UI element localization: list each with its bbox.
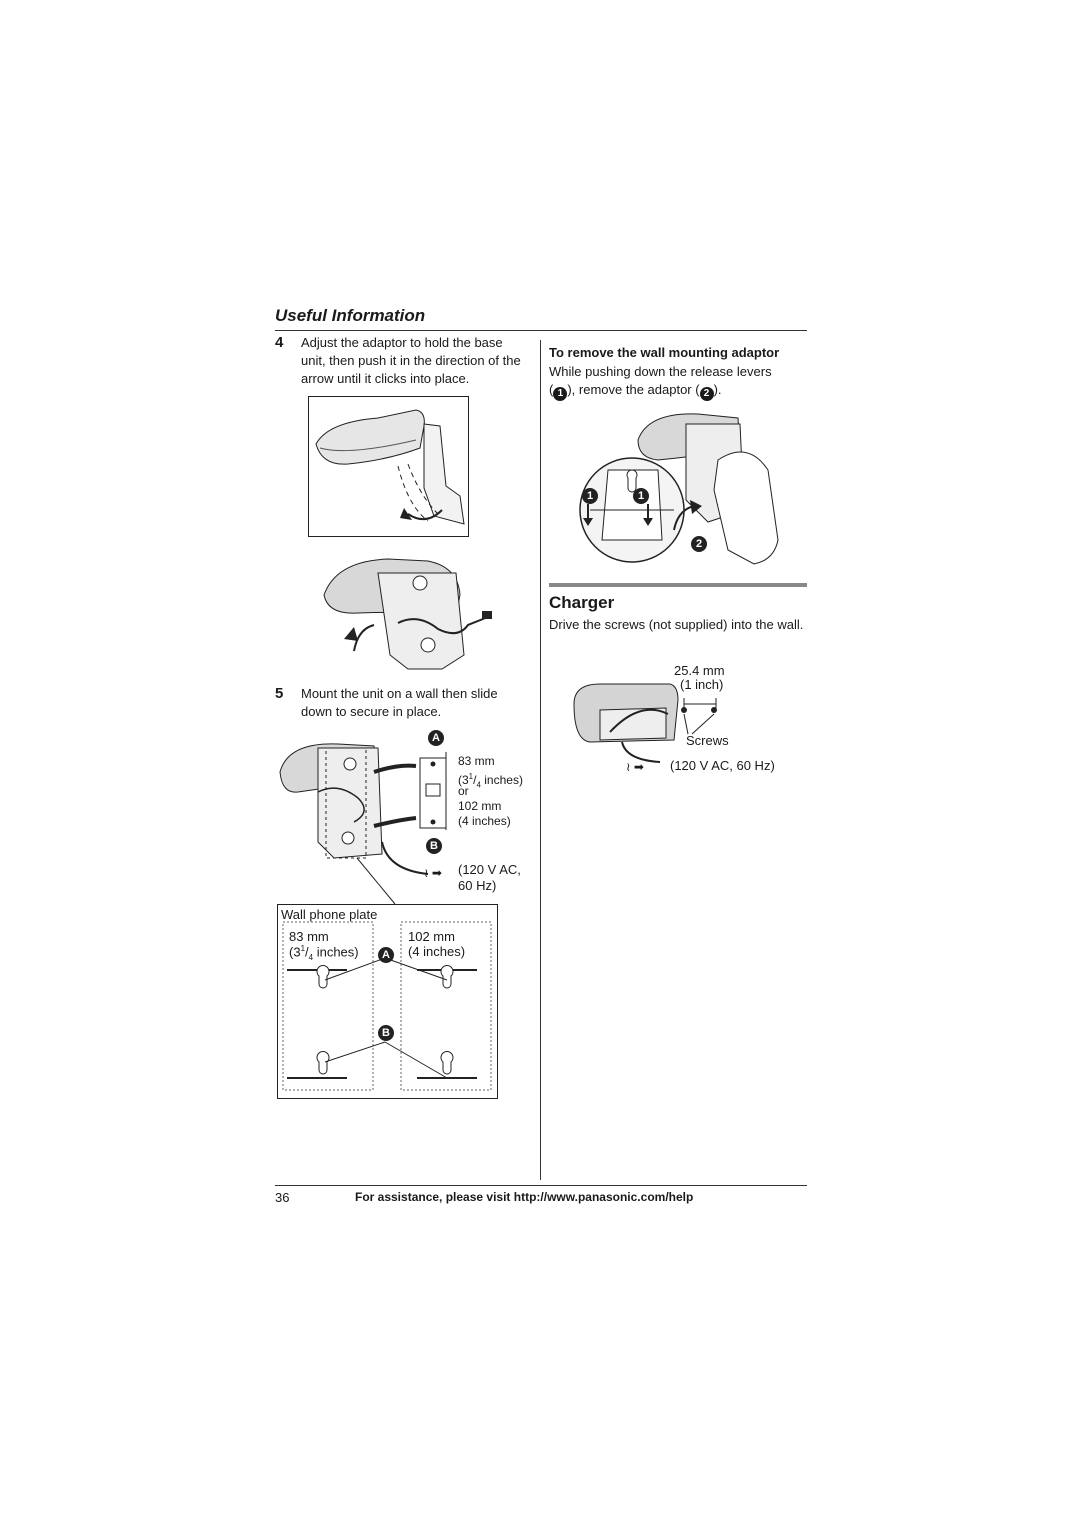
adaptor-illustration <box>308 396 469 537</box>
help-link-text: For assistance, please visit http://www.… <box>355 1190 694 1204</box>
remove-adaptor-heading: To remove the wall mounting adaptor <box>549 345 780 360</box>
power-line-2: 60 Hz) <box>458 878 497 893</box>
plate-left-inches: (31/4 inches) <box>289 944 359 962</box>
release-lever-marker-2: 1 <box>633 488 649 504</box>
page-number: 36 <box>275 1190 290 1205</box>
plate-right-inches: (4 inches) <box>408 944 466 959</box>
charger-text: Drive the screws (not supplied) into the… <box>549 617 804 632</box>
wall-plate-title: Wall phone plate <box>281 907 378 922</box>
charger-heading: Charger <box>549 593 615 612</box>
marker-b-badge: B <box>426 838 442 854</box>
section-title: Useful Information <box>275 306 426 325</box>
column-divider <box>540 340 541 1180</box>
or-label: or <box>458 784 469 798</box>
plate-marker-a: A <box>378 947 394 963</box>
plate-left-mm: 83 mm <box>289 929 329 944</box>
step-4-text: Adjust the adaptor to hold the base unit… <box>301 335 521 386</box>
wall-mount-illustration <box>279 743 447 875</box>
charger-power-label: (120 V AC, 60 Hz) <box>670 758 775 773</box>
charger-illustration <box>573 683 717 763</box>
screws-label: Screws <box>686 733 729 748</box>
step-4-number: 4 <box>275 334 284 351</box>
remove-adaptor-illustration <box>579 413 779 565</box>
ac-plug-icon: ≀ ➡ <box>424 866 442 880</box>
unit-adaptor-illustration <box>323 558 492 670</box>
dim-83mm: 83 mm <box>458 754 495 768</box>
charger-dim-mm: 25.4 mm <box>674 663 725 678</box>
step-5-number: 5 <box>275 685 284 702</box>
remove-adaptor-line2: (1), remove the adaptor (2). <box>549 382 722 401</box>
wall-plate-diagram <box>277 857 498 1099</box>
charger-plug-icon: ≀ ➡ <box>626 760 644 774</box>
remove-adaptor-line1: While pushing down the release levers <box>549 364 772 379</box>
plate-right-mm: 102 mm <box>408 929 455 944</box>
step-5-text: Mount the unit on a wall then slide down… <box>301 686 498 719</box>
dim-102-inches: (4 inches) <box>458 814 511 828</box>
charger-rule <box>549 583 807 587</box>
remove-direction-marker: 2 <box>691 536 707 552</box>
release-lever-marker-1: 1 <box>582 488 598 504</box>
marker-a-badge: A <box>428 730 444 746</box>
dim-83-inches: (31/4 inches) <box>458 772 523 790</box>
charger-dim-inch: (1 inch) <box>680 677 724 692</box>
power-line-1: (120 V AC, <box>458 862 521 877</box>
header-rule <box>275 330 807 331</box>
footer-rule <box>275 1185 807 1186</box>
dim-102mm: 102 mm <box>458 799 502 813</box>
plate-marker-b: B <box>378 1025 394 1041</box>
